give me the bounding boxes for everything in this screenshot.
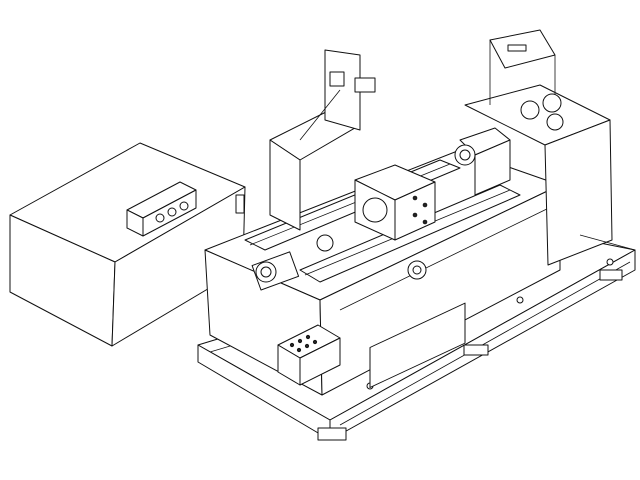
- connector-icon: [167, 207, 177, 217]
- camera-icon: [354, 77, 376, 93]
- column: [269, 49, 376, 231]
- spindle-carriage: [354, 164, 436, 241]
- cabinet-handle: [235, 194, 245, 214]
- foot-pad: [599, 269, 623, 281]
- feeder-housing: [464, 29, 636, 266]
- lift-handle: [507, 44, 527, 52]
- foot-pad: [317, 427, 347, 441]
- connector-block: [126, 181, 197, 237]
- bed-drawer: [369, 302, 466, 389]
- operator-panel: [277, 324, 341, 386]
- control-cabinet: [9, 142, 246, 347]
- front-chuck: [251, 234, 334, 291]
- roller: [546, 113, 564, 131]
- roller: [520, 100, 540, 120]
- connector-icon: [155, 213, 165, 223]
- camera-icon: [329, 71, 345, 87]
- cylinder: [316, 234, 334, 252]
- foot-pad: [463, 344, 489, 356]
- spindle-nose: [362, 197, 388, 223]
- tailstock: [454, 127, 511, 196]
- roller: [542, 93, 562, 113]
- connector-icon: [179, 201, 189, 211]
